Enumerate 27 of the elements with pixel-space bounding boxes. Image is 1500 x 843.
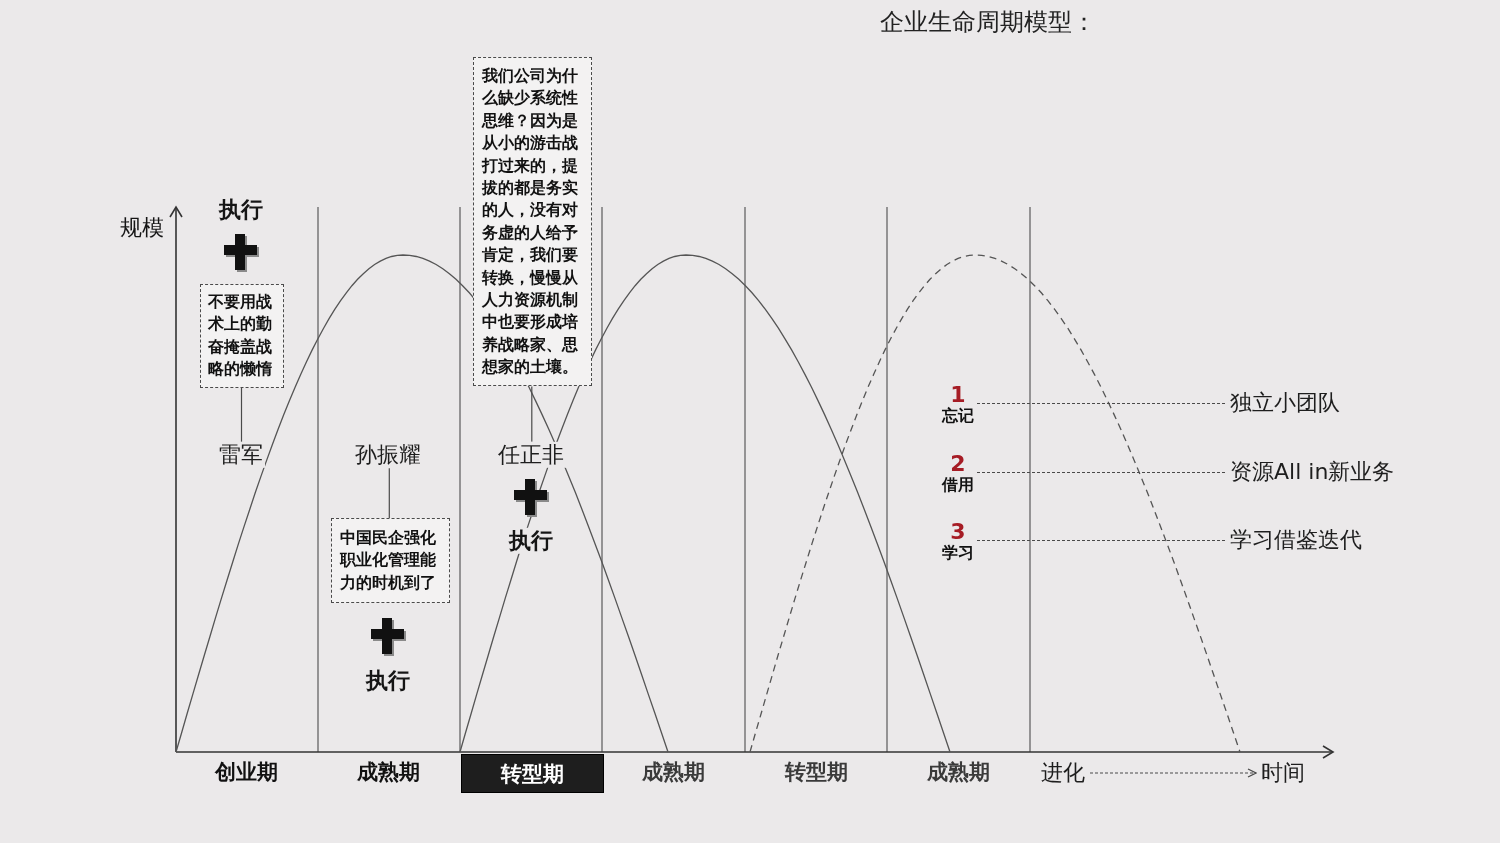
- step-label: 借用: [942, 476, 974, 494]
- step-label: 忘记: [942, 407, 974, 425]
- quote-box: 我们公司为什么缺少系统性思维？因为是从小的游击战打过来的，提拔的都是务实的人，没有对务虚的人给予肯定，我们要转换，慢慢从人力资源机制中也要形成培养战略家、思想家的土壤。: [473, 57, 592, 387]
- callout-number: 1: [950, 383, 966, 408]
- keyword-label: 执行: [507, 527, 555, 555]
- connector-line: [976, 539, 1226, 542]
- person-name: 雷军: [217, 441, 265, 469]
- quote-box: 不要用战术上的勤奋掩盖战略的懒惰: [200, 284, 284, 388]
- step-label: 学习: [942, 544, 974, 562]
- leader-line: [531, 385, 533, 443]
- connector-line: [976, 402, 1226, 405]
- phase-label: 成熟期: [639, 760, 707, 786]
- keyword-label: 执行: [364, 667, 412, 695]
- highlighted-phase-box: 转型期: [461, 754, 604, 793]
- quote-box: 中国民企强化职业化管理能力的时机到了: [331, 518, 450, 604]
- title: 企业生命周期模型：: [880, 7, 1096, 37]
- phase-label: 成熟期: [924, 760, 992, 786]
- keyword-label: 执行: [217, 196, 265, 224]
- callout-number: 3: [950, 520, 967, 545]
- person-name: 任正非: [496, 441, 566, 469]
- arrow: [1089, 768, 1257, 778]
- leader-line: [388, 467, 390, 519]
- phase-label: 成熟期: [354, 760, 422, 786]
- callout-number: 2: [949, 452, 967, 477]
- leader-line: [240, 387, 243, 443]
- connector-line: [976, 471, 1226, 474]
- phase-label: 转型期: [782, 760, 850, 786]
